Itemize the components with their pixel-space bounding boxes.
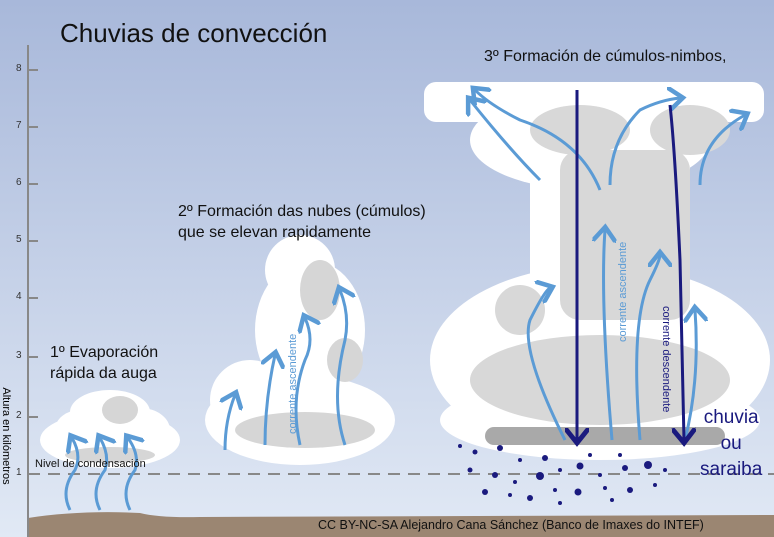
tick-8: 8	[16, 63, 22, 74]
rain-line1: chuvia	[703, 407, 759, 428]
credit: CC BY-NC-SA Alejandro Cana Sánchez (Banc…	[318, 518, 704, 532]
updraft-arrows	[64, 90, 745, 511]
tick-1: 1	[16, 467, 22, 478]
rain-line2: ou	[720, 433, 742, 454]
stage-2-label: 2º Formación das nubes (cúmulos) que se e…	[178, 201, 426, 243]
stage-3-label: 3º Formación de cúmulos-nimbos,	[484, 48, 727, 65]
tick-7: 7	[16, 120, 22, 131]
page-title: Chuvias de convección	[60, 18, 328, 48]
updraft-label-cumulus: corrente ascendente	[287, 333, 299, 434]
rain-drops	[458, 444, 667, 505]
tick-5: 5	[16, 234, 22, 245]
tick-6: 6	[16, 177, 22, 188]
stage-1-line2: rápida da auga	[50, 365, 157, 382]
y-axis-label: Altura en kilómetros	[0, 387, 12, 485]
tick-4: 4	[16, 291, 22, 302]
ground	[28, 512, 774, 537]
tick-2: 2	[16, 410, 22, 421]
condensation-level-label: Nivel de condensación	[35, 458, 146, 470]
cloud-cumulonimbus	[424, 82, 770, 460]
downdraft-arrows	[577, 90, 684, 440]
stage-2-line2: que se elevan rapidamente	[178, 224, 372, 241]
stage-1-label: 1º Evaporación rápida da auga	[50, 342, 158, 384]
stage-2-line1: 2º Formación das nubes (cúmulos)	[178, 203, 426, 220]
tick-3: 3	[16, 350, 22, 361]
stage-1-line1: 1º Evaporación	[50, 344, 159, 361]
rain-label: chuvia ou saraiba	[700, 405, 762, 483]
downdraft-label: corrente descendente	[660, 306, 672, 413]
updraft-label-cumulonimbus: corrente ascendente	[617, 241, 629, 342]
rain-line3: saraiba	[700, 459, 763, 480]
